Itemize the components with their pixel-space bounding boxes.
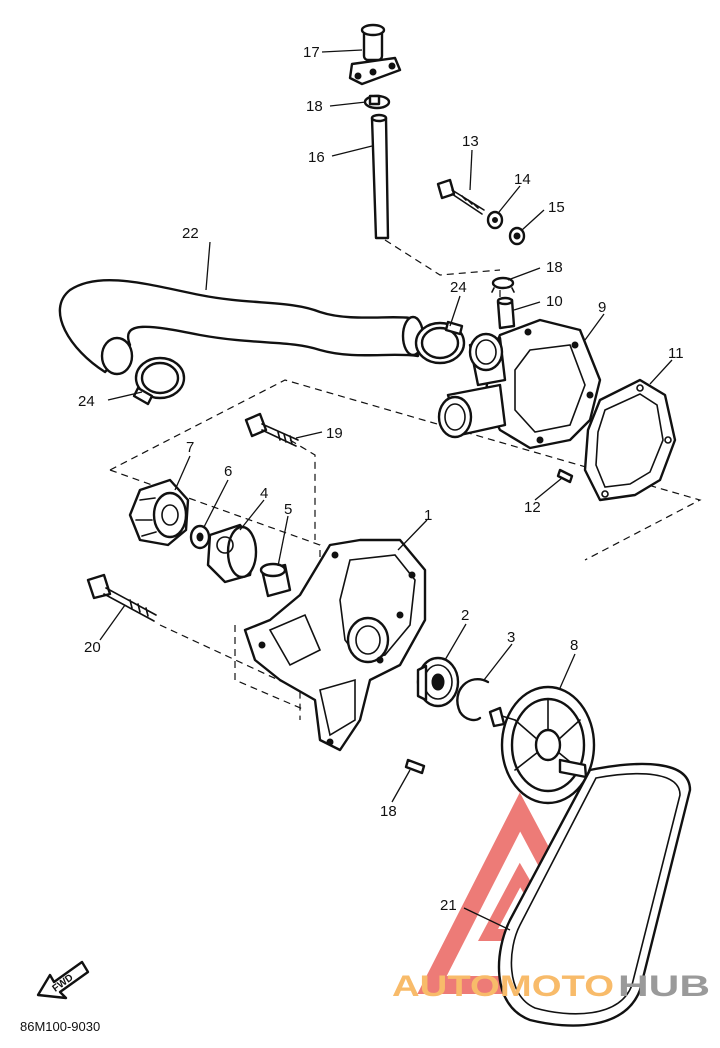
- washer-6: [189, 524, 211, 550]
- callout-13: 13: [462, 133, 479, 150]
- pipe-16: [370, 113, 390, 240]
- callout-19: 18: [380, 803, 397, 820]
- bolt-21: [86, 573, 157, 622]
- collar-5: [259, 562, 292, 598]
- forward-arrow: FWD: [36, 960, 90, 1000]
- lock-washer-14: [486, 210, 504, 230]
- callout-18-middle: 18: [546, 259, 563, 276]
- hose-clip-18-middle: [491, 276, 515, 293]
- bolt-20: [244, 412, 299, 447]
- bearing-2: [416, 656, 460, 708]
- pulley-8: [488, 685, 596, 805]
- callout-7: 7: [186, 439, 194, 456]
- dowel-pin-12: [556, 468, 574, 484]
- pipe-10: [496, 296, 516, 330]
- diagram-code: 86M100-9030: [20, 1019, 100, 1034]
- hose-clamp-24-left: [132, 356, 186, 406]
- callout-14: 14: [514, 171, 531, 188]
- gasket-11: [583, 378, 677, 502]
- callout-8: 8: [570, 637, 578, 654]
- bolt-13: [436, 178, 485, 215]
- pump-cover-9: [437, 318, 602, 450]
- callout-5: 5: [284, 501, 292, 518]
- impeller-7: [128, 478, 190, 547]
- callout-22: 21: [440, 897, 457, 914]
- callout-4: 4: [260, 485, 268, 502]
- watermark-text: AUTOMOTO HUB: [392, 970, 710, 1003]
- callout-21: 20: [84, 639, 101, 656]
- callout-10: 10: [546, 293, 563, 310]
- watermark-brand-colored: AUTOMOTO: [392, 970, 614, 1003]
- mechanical-seal-4: [206, 523, 258, 584]
- callout-17: 17: [303, 44, 320, 61]
- callout-24-left: 24: [78, 393, 95, 410]
- callout-12: 12: [524, 499, 541, 516]
- callout-1: 1: [424, 507, 432, 524]
- hose-clamp-24-right: [414, 320, 466, 365]
- watermark-brand-gray: HUB: [618, 970, 710, 1003]
- callout-6: 6: [224, 463, 232, 480]
- callout-20: 19: [326, 425, 343, 442]
- callout-18-top: 18: [306, 98, 323, 115]
- callout-23: 22: [182, 225, 199, 242]
- leader-lines: [99, 49, 673, 931]
- callout-15: 15: [548, 199, 565, 216]
- callout-3: 3: [507, 629, 515, 646]
- water-hose-23: [58, 278, 425, 376]
- callout-24-right: 24: [450, 279, 467, 296]
- pump-housing-1: [243, 538, 427, 752]
- callout-16: 16: [308, 149, 325, 166]
- circlip-3: [456, 678, 490, 722]
- hose-clip-18-top: [363, 94, 391, 110]
- v-belt-22: [497, 762, 692, 1027]
- thermostat-fitting-17: [348, 23, 402, 86]
- callout-11: 11: [668, 345, 684, 362]
- dowel-pin-19: [404, 758, 426, 775]
- callout-labels: 17 18 16 13 14 15 22 18 24 10 9 11 24 19…: [78, 44, 684, 914]
- callout-9: 9: [598, 299, 606, 316]
- callout-2: 2: [461, 607, 469, 624]
- washer-15: [508, 226, 526, 246]
